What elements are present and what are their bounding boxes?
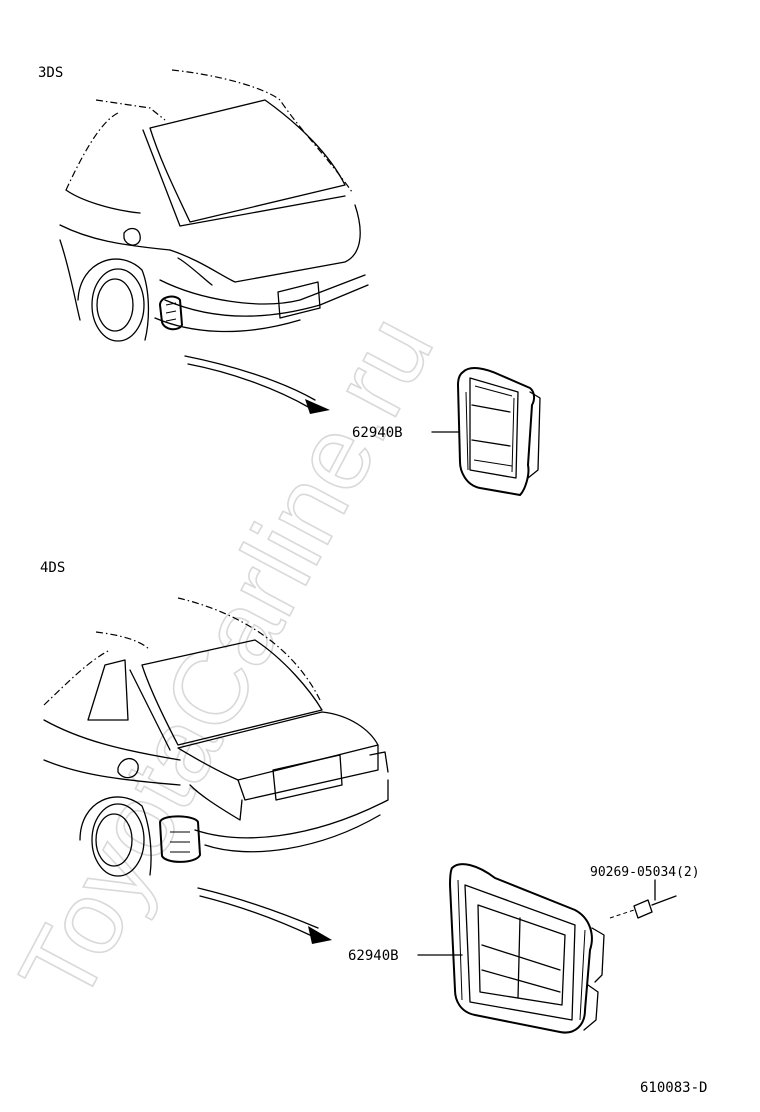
variant-label-4ds: 4DS bbox=[40, 560, 65, 576]
arrow-4ds bbox=[197, 887, 332, 944]
clip-part-label-4ds: 90269-05034(2) bbox=[590, 865, 700, 880]
vent-part-4ds bbox=[449, 863, 605, 1034]
part-label-3ds: 62940B bbox=[352, 425, 403, 441]
variant-label-3ds: 3DS bbox=[38, 65, 63, 81]
diagram-code: 610083-D bbox=[640, 1080, 707, 1096]
hatchback-car-drawing bbox=[59, 69, 369, 342]
vent-part-3ds bbox=[457, 367, 541, 496]
part-label-4ds: 62940B bbox=[348, 948, 399, 964]
clip-part-4ds bbox=[609, 879, 677, 919]
arrow-3ds bbox=[184, 355, 330, 414]
watermark: ToyotaCarline.ru bbox=[0, 298, 456, 1021]
sedan-car-drawing bbox=[43, 597, 389, 877]
